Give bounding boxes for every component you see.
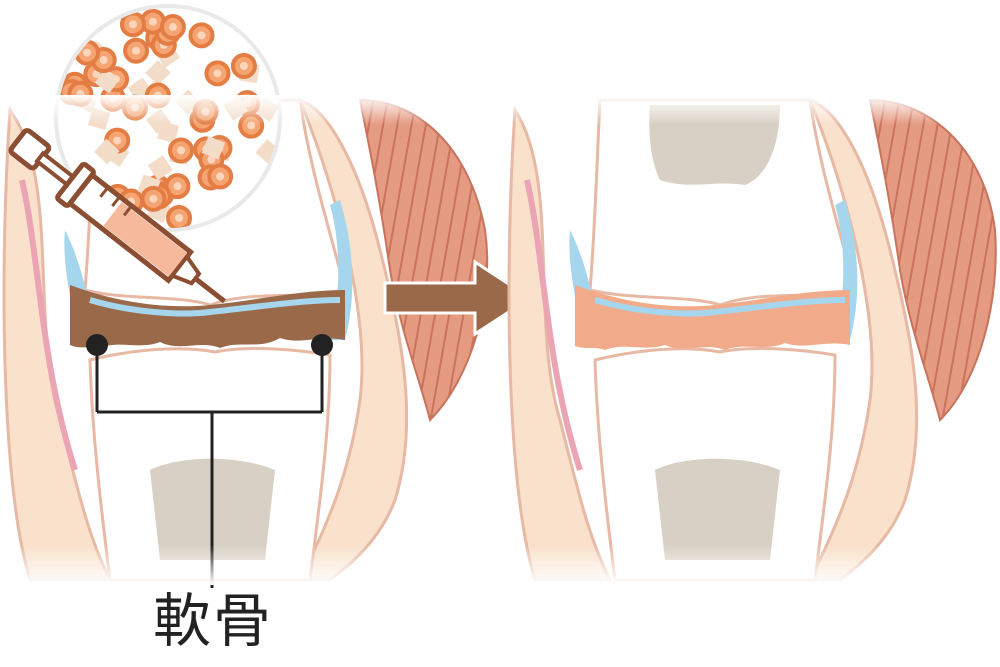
cell-nucleus bbox=[113, 136, 122, 145]
cell-nucleus bbox=[132, 46, 141, 55]
knee-before bbox=[2, 97, 489, 588]
cartilage-edge-top-2 bbox=[594, 297, 846, 317]
matrix-fragment bbox=[201, 136, 226, 160]
synovial-left-outer bbox=[19, 179, 78, 471]
cell-nucleus bbox=[173, 182, 182, 191]
synovial-fluid-right bbox=[330, 200, 353, 340]
synovial-left-outer-2 bbox=[524, 179, 583, 471]
cartilage-edge-top bbox=[89, 297, 341, 317]
cell-nucleus bbox=[176, 146, 185, 155]
bracket-dot-right bbox=[311, 334, 333, 356]
matrix-fragment bbox=[94, 68, 120, 94]
arrow-icon bbox=[383, 259, 533, 337]
cell-nucleus bbox=[213, 69, 222, 78]
knee-after bbox=[507, 97, 997, 582]
cell-nucleus bbox=[175, 213, 184, 222]
cell-nucleus bbox=[197, 31, 206, 40]
cell-nucleus bbox=[99, 56, 108, 65]
cartilage-label: 軟骨 bbox=[152, 587, 273, 655]
top-fade bbox=[0, 95, 1000, 125]
cell-nucleus bbox=[216, 172, 225, 181]
cell-nucleus bbox=[148, 17, 157, 26]
cell-nucleus bbox=[239, 61, 248, 70]
cell-nucleus bbox=[92, 70, 101, 79]
matrix-fragment bbox=[94, 138, 120, 165]
synovial-fluid-right-2 bbox=[835, 200, 858, 340]
muscle bbox=[358, 98, 489, 422]
cell-nucleus bbox=[128, 20, 137, 29]
matrix-fragment bbox=[147, 155, 173, 181]
bottom-fade bbox=[0, 545, 1000, 585]
tibia-marrow-2 bbox=[655, 458, 780, 560]
cell-nucleus bbox=[168, 23, 177, 32]
worn-cartilage bbox=[70, 285, 345, 348]
bracket-dot-left bbox=[86, 334, 108, 356]
muscle-2 bbox=[868, 98, 997, 422]
new-cartilage bbox=[575, 285, 850, 350]
cell-nucleus bbox=[83, 48, 92, 57]
cell-nucleus bbox=[149, 194, 158, 203]
syringe-icon bbox=[8, 128, 226, 304]
